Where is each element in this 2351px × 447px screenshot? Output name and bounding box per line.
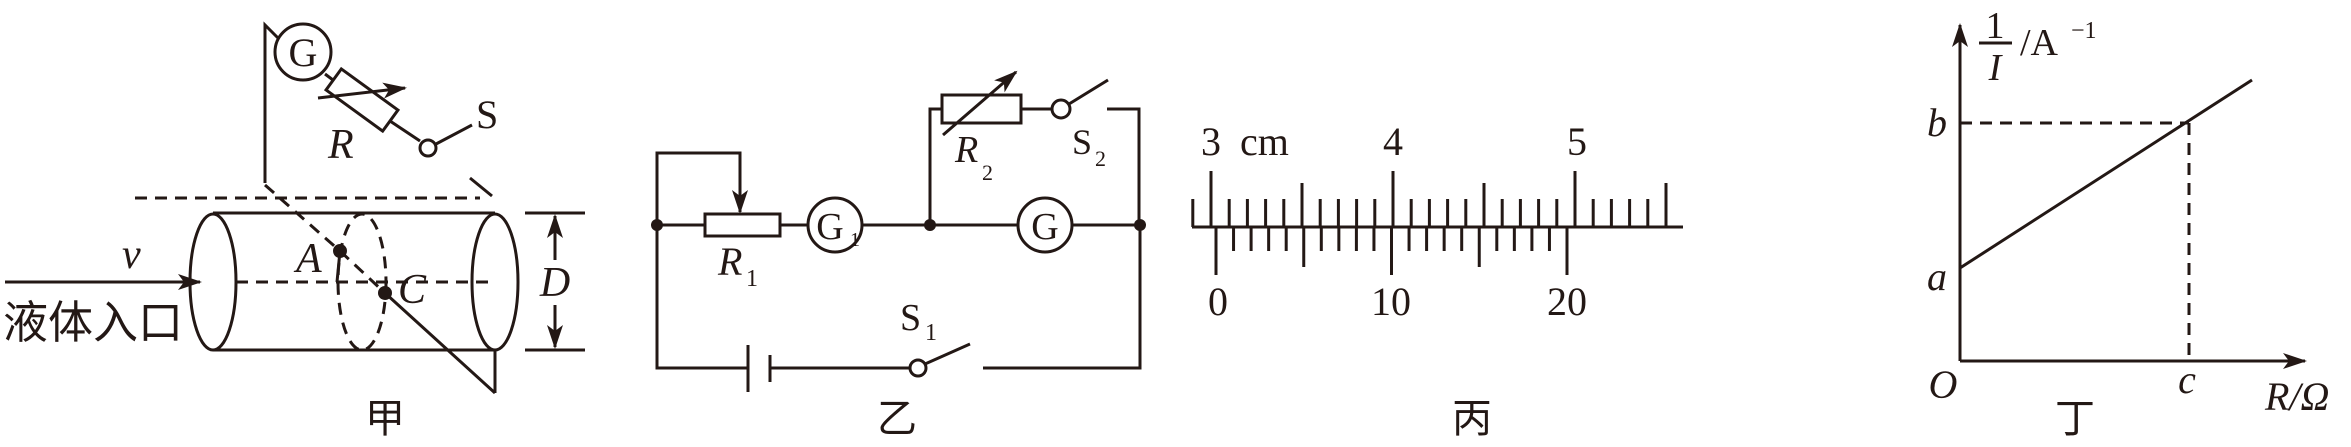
vernier-label-0: 0 <box>1208 279 1228 324</box>
s2-sub: 2 <box>1095 146 1106 171</box>
g1-label: G <box>816 206 843 248</box>
inlet-label: 液体入口 <box>3 296 183 349</box>
unit-label: cm <box>1240 119 1289 164</box>
point-c-label: C <box>398 267 427 313</box>
switch-s1 <box>908 342 971 378</box>
caption-yi: 乙 <box>877 396 917 442</box>
switch-s2 <box>1050 78 1109 120</box>
main-label-5: 5 <box>1567 119 1587 164</box>
c-label: c <box>2178 357 2196 402</box>
main-label-4: 4 <box>1383 119 1403 164</box>
b-label: b <box>1927 100 1947 145</box>
galvanometer-g: G <box>1016 196 1074 254</box>
figure-bing: 3 cm 4 5 0 10 20 丙 <box>1191 119 1683 442</box>
ylabel-unit: /A <box>2020 22 2059 64</box>
ylabel-exponent: −1 <box>2071 18 2097 44</box>
vernier-scale <box>1214 227 1569 275</box>
battery <box>746 345 910 392</box>
caption-bing: 丙 <box>1452 396 1492 442</box>
xlabel: R/Ω <box>2264 374 2329 419</box>
diameter-label: D <box>539 260 570 306</box>
main-label-3: 3 <box>1201 119 1221 164</box>
figure-ding: 1 I /A −1 b a O c R/Ω 丁 <box>1927 5 2329 442</box>
g-label: G <box>1031 206 1058 248</box>
vernier-label-20: 20 <box>1547 279 1587 324</box>
galvanometer: G <box>273 22 333 82</box>
switch1-label: S <box>900 297 921 339</box>
r2-label: R <box>954 129 978 171</box>
ylabel-denominator: I <box>1988 47 2004 89</box>
wire <box>657 223 1142 370</box>
point-a-label: A <box>293 236 322 282</box>
galvanometer-label: G <box>289 30 318 75</box>
resistance-box-r2 <box>940 70 1023 137</box>
resistor-label: R <box>327 122 354 168</box>
r2-sub: 2 <box>982 160 993 185</box>
switch-s <box>418 123 493 198</box>
wire <box>655 225 748 370</box>
wire <box>263 21 280 183</box>
figure-jia: G R S v 液体入口 A <box>3 21 585 442</box>
origin-label: O <box>1929 362 1958 407</box>
g1-sub: 1 <box>850 229 860 251</box>
vernier-label-10: 10 <box>1371 279 1411 324</box>
node <box>651 219 663 231</box>
rheostat-r1 <box>655 151 782 238</box>
data-line <box>1959 78 2253 270</box>
switch-label: S <box>476 92 498 137</box>
a-label: a <box>1927 254 1947 299</box>
pipe <box>188 211 520 352</box>
ylabel-numerator: 1 <box>1986 5 2005 47</box>
velocity-label: v <box>122 232 141 278</box>
caption-jia: 甲 <box>365 396 405 442</box>
diameter-marker: D <box>525 211 585 352</box>
wire <box>928 107 1141 225</box>
dashed-wire <box>264 183 341 253</box>
galvanometer-g1: G 1 <box>806 196 864 254</box>
switch1-sub: 1 <box>925 320 937 346</box>
wire <box>383 291 497 395</box>
rheostat-label: R <box>717 239 742 284</box>
variable-resistor <box>317 66 421 143</box>
caption-ding: 丁 <box>2055 396 2095 442</box>
main-scale <box>1191 171 1668 227</box>
rheostat-sub: 1 <box>746 266 758 292</box>
s2-label: S <box>1072 122 1092 162</box>
figure-yi: S 1 R 1 G 1 G R 2 S 2 乙 <box>651 70 1146 442</box>
